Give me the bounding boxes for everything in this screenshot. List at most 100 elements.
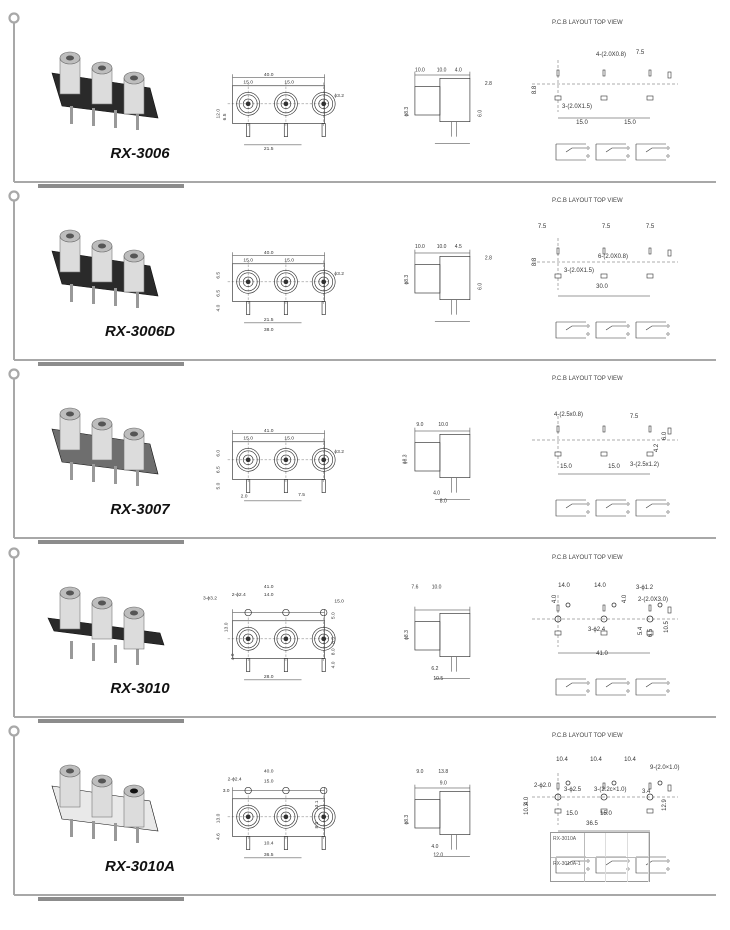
- product-photo: [51, 407, 159, 486]
- jack-pin: [136, 468, 139, 486]
- dimension-label: 21.5: [264, 146, 274, 152]
- jack-hole: [66, 590, 74, 596]
- dimension-label: 15.0: [243, 435, 253, 441]
- dimension-label: 3.0: [223, 788, 230, 794]
- dimension-label: 8.0: [330, 648, 336, 655]
- frame-ring-icon: [8, 368, 20, 380]
- dimension-label: 3-(2.0X1.5): [562, 104, 592, 110]
- dimension-label: 4.6: [215, 833, 221, 840]
- dimension-label: 41.0: [596, 651, 608, 657]
- dimension-label: 14.0: [264, 592, 274, 598]
- dimension-label: ϕ8.3: [404, 107, 410, 117]
- jack-hole: [66, 411, 74, 417]
- dimension-label: 10.0: [437, 68, 447, 74]
- dimension-label: 10.4: [556, 757, 568, 763]
- dimension-label: 9.0: [416, 422, 423, 428]
- model-name: RX-3006: [110, 145, 170, 162]
- dimension-label: 12.9: [662, 799, 668, 811]
- dimension-label: 8.5: [330, 637, 336, 644]
- variant-schematic-cell: [606, 858, 628, 882]
- dimension-label: 8.0: [314, 821, 320, 828]
- dimension-label: 28.0: [264, 674, 274, 680]
- pcb-layout-title: P.C.B LAYOUT TOP VIEW: [552, 733, 623, 739]
- frame-bar: [38, 719, 184, 723]
- dimension-label: 15.0: [264, 778, 274, 784]
- jack-pin: [136, 647, 139, 665]
- product-photo: [51, 229, 159, 308]
- dimension-label: 2.8: [485, 81, 492, 87]
- jack-pin: [70, 641, 73, 659]
- switch-schematic: [595, 678, 626, 696]
- dimension-label: 40.0: [264, 72, 274, 78]
- dimension-label: ϕ8.3: [404, 275, 410, 285]
- dimension-label: 3-ϕ1.2: [636, 585, 654, 591]
- dimension-label: 6.5: [222, 113, 228, 120]
- switch-schematic: [555, 499, 586, 517]
- switch-schematic: [555, 143, 586, 161]
- model-name: RX-3010A: [104, 858, 176, 875]
- dimension-label: 6.5: [215, 290, 221, 297]
- dimension-label: 14.0: [558, 583, 570, 589]
- dimension-label: ϕ8.3: [404, 815, 410, 825]
- dimension-label: 9.0: [416, 769, 423, 775]
- dimension-label: 10.0: [432, 584, 442, 590]
- dimension-label: 40.0: [264, 250, 274, 256]
- dimension-label: 3-(2.5x1.2): [630, 462, 659, 468]
- dimension-label: 4.0: [215, 304, 221, 311]
- dimension-label: 6.0: [478, 110, 484, 117]
- dimension-label: 10.5: [664, 621, 670, 633]
- variant-label: RX-3010A: [551, 833, 585, 857]
- switch-schematic: [635, 499, 666, 517]
- jack-pin: [136, 825, 139, 843]
- row-frame: [8, 12, 716, 188]
- dimension-label: 10.4: [624, 757, 636, 763]
- switch-schematic: [555, 321, 586, 339]
- dimension-label: 10.5: [433, 676, 443, 682]
- frame-bar: [38, 184, 184, 188]
- dimension-label: 15.0: [608, 464, 620, 470]
- switch-schematic: [635, 321, 666, 339]
- dimension-label: 2-ϕ2.4: [228, 777, 242, 783]
- switch-schematic: [635, 678, 666, 696]
- jack-pin: [114, 110, 117, 128]
- pcb-layout-title: P.C.B LAYOUT TOP VIEW: [552, 376, 623, 382]
- dimension-label: ϕ3.2: [334, 271, 344, 277]
- jack-hole: [66, 768, 74, 774]
- dimension-label: 6.0: [662, 431, 668, 440]
- dimension-label: 2.0: [241, 494, 248, 500]
- model-name: RX-3007: [110, 501, 170, 518]
- dimension-label: 15.0: [284, 257, 294, 263]
- dimension-label: 10.0: [415, 244, 425, 250]
- jack-hole: [130, 431, 138, 437]
- dimension-label: 2.8: [485, 256, 492, 262]
- dimension-label: 12.0: [215, 109, 221, 119]
- dimension-label: 9-(2.0×1.0): [650, 765, 680, 771]
- dimension-label: 3-(2.0X1.5): [564, 268, 594, 274]
- dimension-label: ϕ3.2: [334, 449, 344, 455]
- variant-label: RX-3010A-1: [551, 858, 585, 882]
- jack-hole: [98, 65, 106, 71]
- dimension-label: 4-(2.0X0.8): [596, 52, 626, 58]
- jack-pin: [136, 112, 139, 130]
- dimension-label: 4-(2.5x0.8): [554, 412, 583, 418]
- dimension-label: 10.0: [437, 244, 447, 250]
- dimension-label: 12.0: [433, 852, 443, 858]
- dimension-label: 4.0: [330, 661, 336, 668]
- dimension-label: 4.0: [622, 594, 628, 603]
